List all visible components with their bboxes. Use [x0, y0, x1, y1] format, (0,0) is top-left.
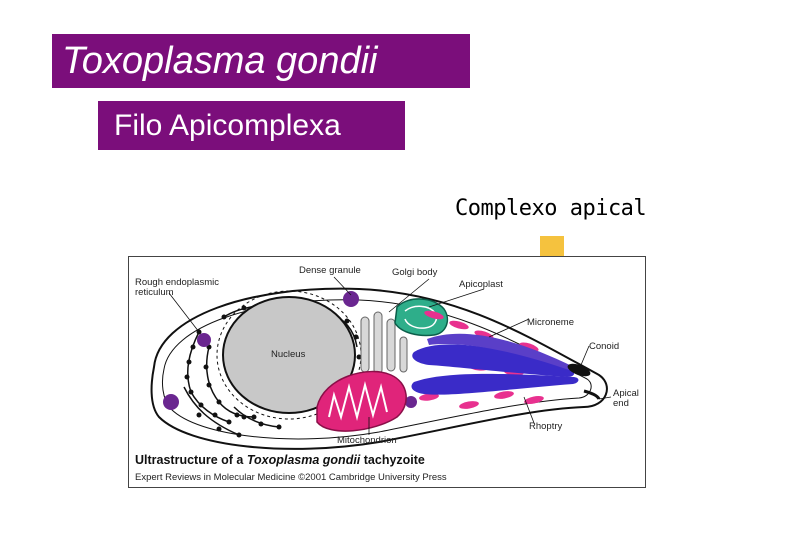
apical-complex-callout: Complexo apical [455, 196, 647, 221]
leader-lines [168, 276, 612, 435]
figure-credit: Expert Reviews in Molecular Medicine ©20… [135, 472, 447, 483]
label-apical-end-1: Apical [613, 388, 639, 399]
cell-outer-membrane [150, 287, 608, 450]
golgi-body [360, 311, 408, 375]
mitochondrion [316, 370, 407, 432]
tachyzoite-illustration: Rough endoplasmic reticulum Dense granul… [135, 265, 639, 483]
label-nucleus: Nucleus [271, 349, 306, 360]
label-apicoplast: Apicoplast [459, 279, 503, 290]
dense-granules [163, 291, 417, 410]
figure-caption: Ultrastructure of a Toxoplasma gondii ta… [135, 453, 425, 467]
label-apical-end-2: end [613, 398, 629, 409]
label-dense-granule: Dense granule [299, 265, 361, 276]
rhoptries [411, 333, 579, 395]
cell-inner-membrane [162, 299, 592, 440]
subtitle-banner: Filo Apicomplexa [98, 101, 405, 150]
tachyzoite-diagram: Rough endoplasmic reticulum Dense granul… [128, 256, 646, 488]
label-rough-er-2: reticulum [135, 287, 174, 298]
page-title: Toxoplasma gondii [62, 40, 378, 82]
nucleus [222, 296, 356, 414]
conoid [567, 363, 591, 377]
label-conoid: Conoid [589, 341, 619, 352]
label-rough-er-1: Rough endoplasmic [135, 277, 219, 288]
label-golgi-body: Golgi body [392, 267, 438, 278]
page-subtitle: Filo Apicomplexa [114, 109, 341, 142]
label-rhoptry: Rhoptry [529, 421, 563, 432]
apical-tip [583, 389, 601, 400]
title-banner: Toxoplasma gondii [52, 34, 470, 88]
label-mitochondrion: Mitochondrion [337, 435, 397, 446]
apicoplast [394, 298, 449, 337]
label-microneme: Microneme [527, 317, 574, 328]
